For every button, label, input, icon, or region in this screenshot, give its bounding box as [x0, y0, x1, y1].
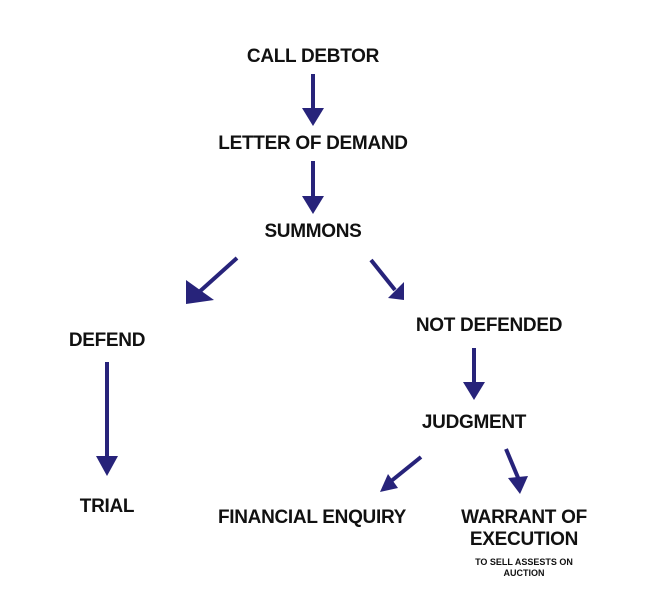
warrant-line-2: EXECUTION [469, 528, 579, 550]
node-summons: SUMMONS [264, 221, 362, 242]
arrowhead-letter-to-summons [302, 196, 324, 214]
warrant-note: TO SELL ASSESTS ON AUCTION [475, 557, 573, 578]
node-judgment: JUDGMENT [421, 412, 527, 433]
warrant-line-1: WARRANT OF [461, 507, 587, 528]
arrowhead-call-to-letter [302, 108, 324, 126]
node-not-defended: NOT DEFENDED [415, 315, 563, 336]
arrowhead-judgment-to-financial [380, 474, 398, 492]
node-defend: DEFEND [68, 330, 146, 351]
arrowhead-summons-to-not-defended [388, 282, 404, 300]
arrowhead-defend-to-trial [96, 456, 118, 476]
arrowhead-summons-to-defend [186, 280, 214, 304]
node-call-debtor: CALL DEBTOR [246, 46, 380, 67]
node-trial: TRIAL [79, 496, 135, 517]
arrow-judgment-to-financial [388, 455, 423, 484]
arrow-summons-to-defend [196, 256, 239, 295]
node-warrant-of-execution: WARRANT OF EXECUTION [461, 507, 587, 551]
arrow-judgment-to-warrant [504, 448, 521, 481]
arrow-summons-to-not-defended [369, 258, 397, 292]
arrowhead-judgment-to-warrant [508, 476, 528, 494]
arrowhead-not-defended-to-judgment [463, 382, 485, 400]
node-letter-of-demand: LETTER OF DEMAND [218, 133, 408, 154]
node-financial-enquiry: FINANCIAL ENQUIRY [217, 507, 407, 528]
